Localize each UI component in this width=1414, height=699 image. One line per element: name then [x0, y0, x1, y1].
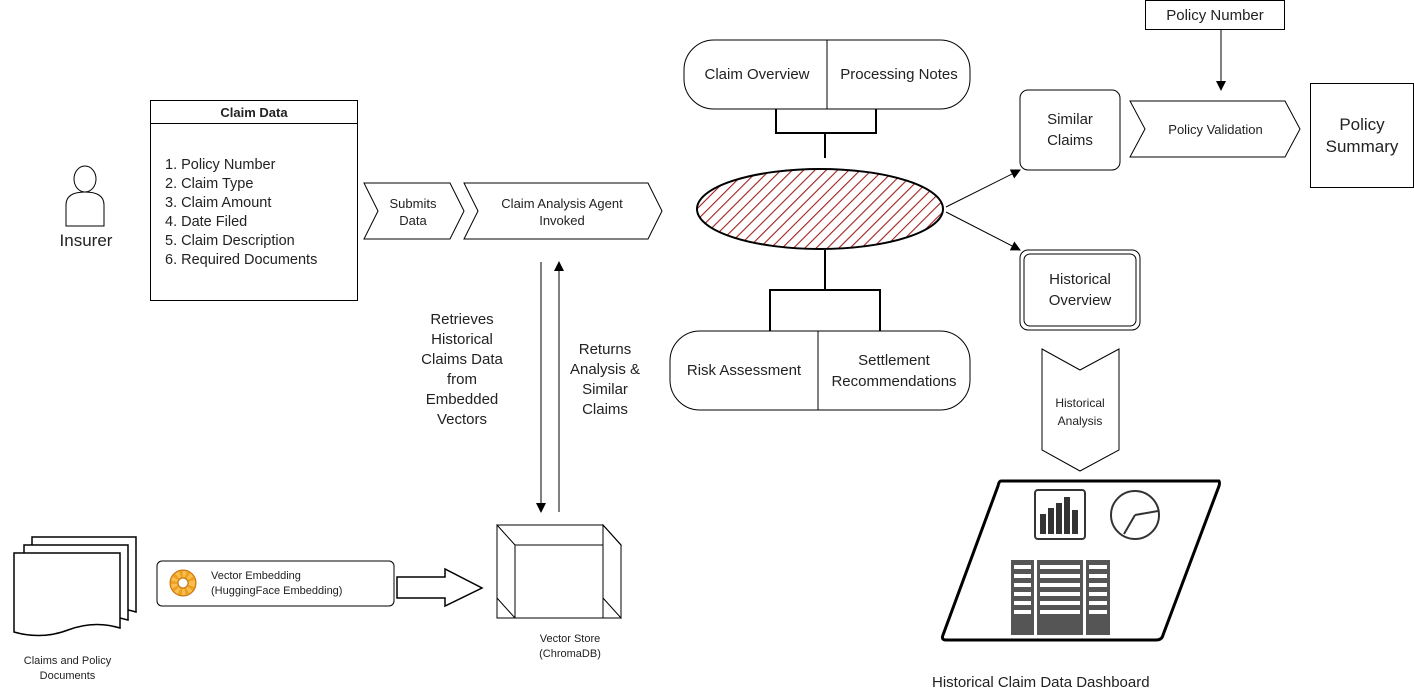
embedding-line1: Vector Embedding — [211, 570, 301, 582]
gear-icon — [169, 569, 197, 597]
historical-arrow — [945, 211, 1021, 251]
documents-label: Claims and Policy Documents — [23, 655, 112, 682]
claim-data-card: Claim Data 1. Policy Number 2. Claim Typ… — [150, 100, 358, 301]
claim-data-item: 1. Policy Number — [165, 157, 276, 173]
similar-claims-label: Similar Claims — [1047, 111, 1093, 149]
claim-data-title: Claim Data — [151, 101, 357, 124]
historical-overview-box — [1019, 249, 1141, 331]
policy-validation-chevron — [1129, 100, 1301, 158]
claim-data-item: 4. Date Filed — [165, 214, 248, 230]
similar-claims-box — [1019, 89, 1121, 171]
policy-number-box: Policy Number — [1145, 0, 1285, 30]
top-bracket — [775, 109, 877, 158]
claim-data-item: 3. Claim Amount — [165, 195, 272, 211]
insurer-label: Insurer — [59, 231, 113, 250]
claim-data-item: 6. Required Documents — [165, 252, 318, 268]
person-icon — [65, 165, 105, 227]
dashboard-label: Historical Claim Data Dashboard — [932, 674, 1150, 691]
claim-overview-label: Claim Overview — [704, 66, 810, 83]
risk-assessment-label: Risk Assessment — [686, 362, 802, 379]
similar-claims-arrow — [945, 169, 1021, 208]
embedding-arrow — [396, 567, 484, 608]
historical-analysis-chevron — [1041, 348, 1120, 472]
documents-icon — [13, 536, 137, 637]
claim-data-list: 1. Policy Number 2. Claim Type 3. Claim … — [151, 124, 357, 270]
historical-analysis-label: Historical Analysis — [1055, 396, 1105, 428]
pie-chart-icon — [1110, 490, 1160, 540]
submits-data-chevron — [363, 182, 465, 240]
embedding-line2: (HuggingFace Embedding) — [211, 585, 343, 597]
policy-summary-box: Policy Summary — [1310, 83, 1414, 188]
policy-validation-label: Policy Validation — [1168, 121, 1263, 137]
bar-chart-icon — [1034, 489, 1086, 540]
analysis-core — [696, 168, 944, 250]
returns-label: Returns Analysis & Similar Claims — [569, 341, 641, 418]
vector-store-cube — [495, 523, 623, 620]
historical-overview-label: Historical Overview — [1048, 271, 1112, 309]
agent-invoked-label: Claim Analysis Agent Invoked — [501, 196, 623, 228]
vector-store-line2: (ChromaDB) — [539, 648, 601, 660]
bottom-bracket — [769, 250, 881, 331]
retrieves-label: Retrieves Historical Claims Data from Em… — [421, 311, 503, 428]
claim-data-item: 5. Claim Description — [165, 233, 295, 249]
embedding-label: Vector Embedding (HuggingFace Embedding) — [211, 569, 342, 599]
vector-store-label: Vector Store (ChromaDB) — [520, 632, 620, 662]
processing-notes-label: Processing Notes — [840, 66, 958, 83]
embedding-box — [156, 560, 395, 607]
server-rack-icon — [1011, 560, 1110, 635]
vector-store-line1: Vector Store — [539, 633, 601, 645]
submits-data-label: Submits Data — [389, 196, 437, 228]
settlement-label: Settlement Recommendations — [831, 351, 957, 390]
claim-data-item: 2. Claim Type — [165, 176, 254, 192]
bottom-outputs-pill — [669, 330, 971, 411]
agent-invoked-chevron — [463, 182, 663, 240]
